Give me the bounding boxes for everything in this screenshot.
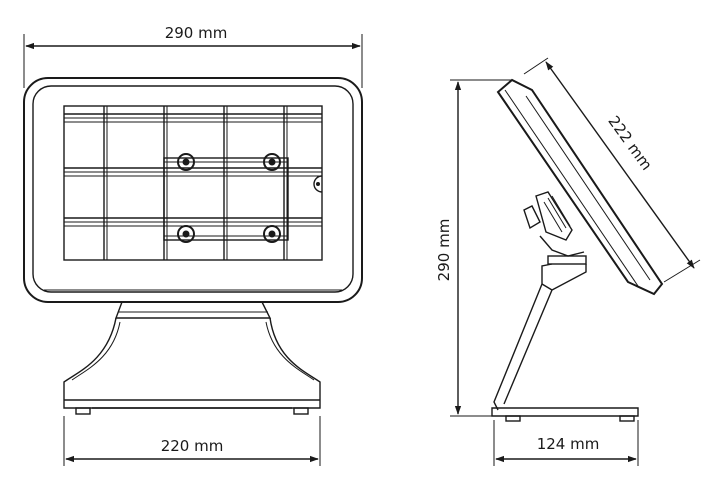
screw-icon — [177, 153, 195, 171]
hinge-bracket — [523, 191, 587, 265]
screw-icon — [263, 153, 281, 171]
dimension-side-height: 290 mm — [435, 79, 512, 417]
screw-icon — [177, 225, 195, 243]
stand-base — [63, 317, 321, 415]
mounting-screws — [177, 153, 281, 243]
label-front-width: 290 mm — [165, 24, 228, 42]
dimension-front-width: 290 mm — [23, 24, 363, 88]
side-base-plate — [491, 407, 639, 422]
stand-arm — [493, 263, 587, 411]
front-view: 290 mm 220 mm — [23, 24, 363, 466]
label-side-depth: 124 mm — [537, 435, 600, 453]
dimension-side-depth: 124 mm — [493, 420, 639, 466]
tilted-panel — [496, 78, 664, 296]
screen-grid — [63, 105, 323, 261]
side-view: 290 mm 222 mm — [435, 57, 701, 466]
stand-neck — [114, 301, 272, 319]
enclosure-frame — [23, 77, 363, 303]
label-base-width: 220 mm — [161, 437, 224, 455]
dimension-base-width: 220 mm — [63, 416, 321, 466]
lock-icon — [313, 175, 323, 193]
label-side-height: 290 mm — [435, 219, 453, 282]
screw-icon — [263, 225, 281, 243]
label-screen-diagonal: 222 mm — [604, 112, 655, 173]
